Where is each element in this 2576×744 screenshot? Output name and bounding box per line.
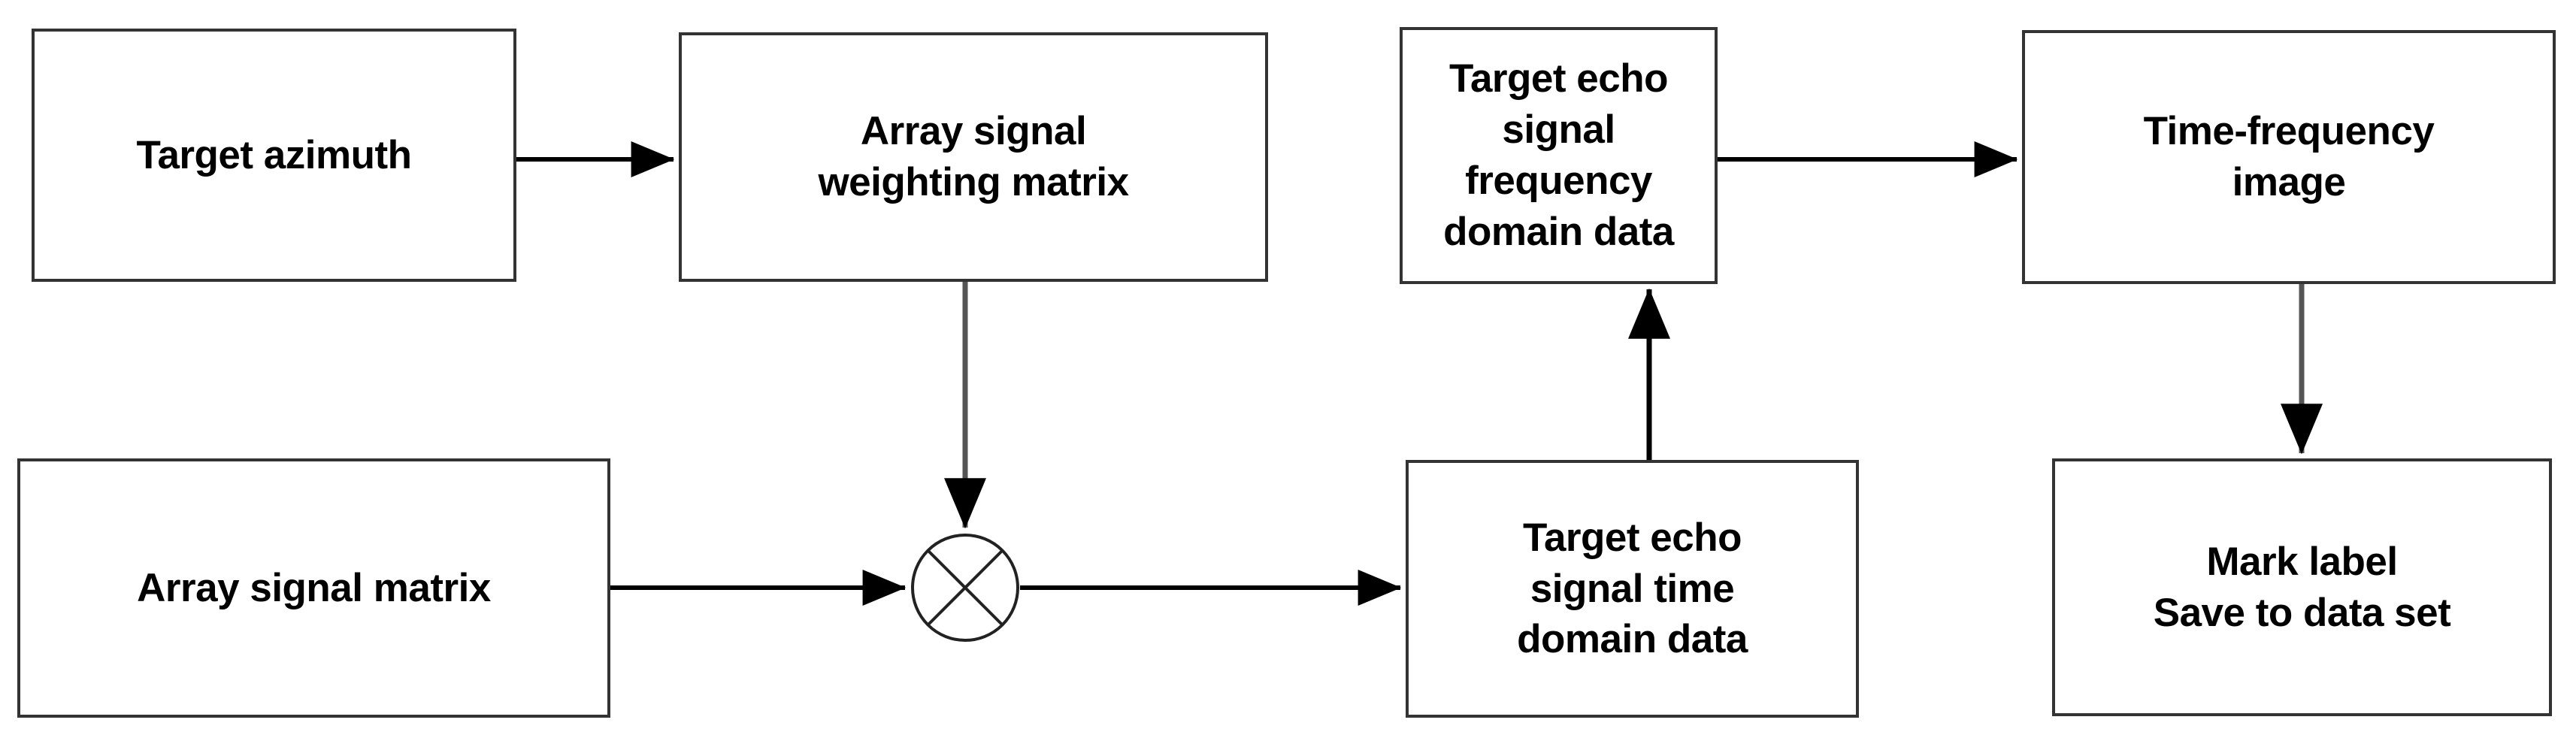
node-target-echo-signal-time-domain-data-label: Target echo signal time domain data [1517,515,1748,662]
multiply-circle-cross-icon [911,534,1019,642]
node-array-signal-matrix-label: Array signal matrix [137,565,491,610]
node-array-signal-weighting-matrix-label: Array signal weighting matrix [818,109,1129,204]
node-target-azimuth[interactable]: Target azimuth [32,29,516,282]
node-target-echo-signal-time-domain-data[interactable]: Target echo signal time domain data [1406,460,1859,718]
node-array-signal-matrix[interactable]: Array signal matrix [17,458,610,718]
node-time-frequency-image[interactable]: Time-frequency image [2022,30,2556,284]
node-mark-label-save-to-data-set[interactable]: Mark label Save to data set [2052,458,2552,716]
node-array-signal-weighting-matrix[interactable]: Array signal weighting matrix [679,32,1268,282]
node-target-azimuth-label: Target azimuth [136,132,413,177]
node-multiply-operator[interactable] [910,533,1020,643]
node-time-frequency-image-label: Time-frequency image [2143,109,2435,204]
node-target-echo-signal-frequency-domain-data[interactable]: Target echo signal frequency domain data [1400,27,1718,284]
node-mark-label-save-to-data-set-label: Mark label Save to data set [2153,539,2451,635]
node-target-echo-signal-frequency-domain-data-label: Target echo signal frequency domain data [1443,56,1674,254]
